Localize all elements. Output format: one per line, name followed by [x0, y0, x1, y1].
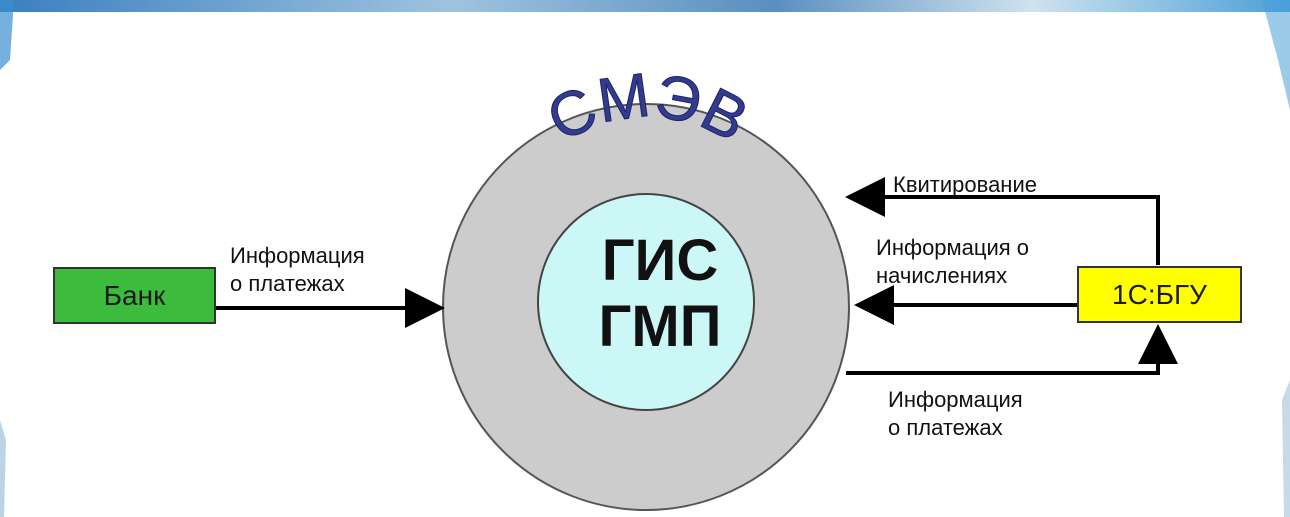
nachisleniya-label-line2: начислениях	[876, 263, 1008, 288]
kvitirovanie-arrow	[845, 177, 1160, 265]
gis-gmp-title: ГИС ГМП	[540, 228, 780, 360]
kvitirovanie-label: Квитирование	[893, 171, 1037, 199]
bank-payments-label-line1: Информация	[230, 243, 365, 268]
nachisleniya-label-line1: Информация о	[876, 235, 1030, 260]
kvitirovanie-text: Квитирование	[893, 172, 1037, 197]
gis-gmp-inner-circle	[537, 193, 755, 411]
nachisleniya-label: Информация о начислениях	[876, 234, 1029, 290]
bgu-label: 1С:БГУ	[1112, 278, 1207, 310]
payments-to-bgu-arrow	[846, 324, 1178, 375]
gis-line: ГИС	[601, 228, 719, 293]
bank-payments-label: Информация о платежах	[230, 242, 365, 298]
bank-node: Банк	[53, 267, 216, 324]
bgu-payments-label-line2: о платежах	[888, 415, 1003, 440]
bgu-payments-label: Информация о платежах	[888, 386, 1023, 442]
bgu-payments-label-line1: Информация	[888, 387, 1023, 412]
bank-label: Банк	[103, 279, 166, 311]
bank-payments-label-line2: о платежах	[230, 271, 345, 296]
bgu-node: 1С:БГУ	[1077, 266, 1242, 323]
gmp-line: ГМП	[598, 294, 722, 359]
